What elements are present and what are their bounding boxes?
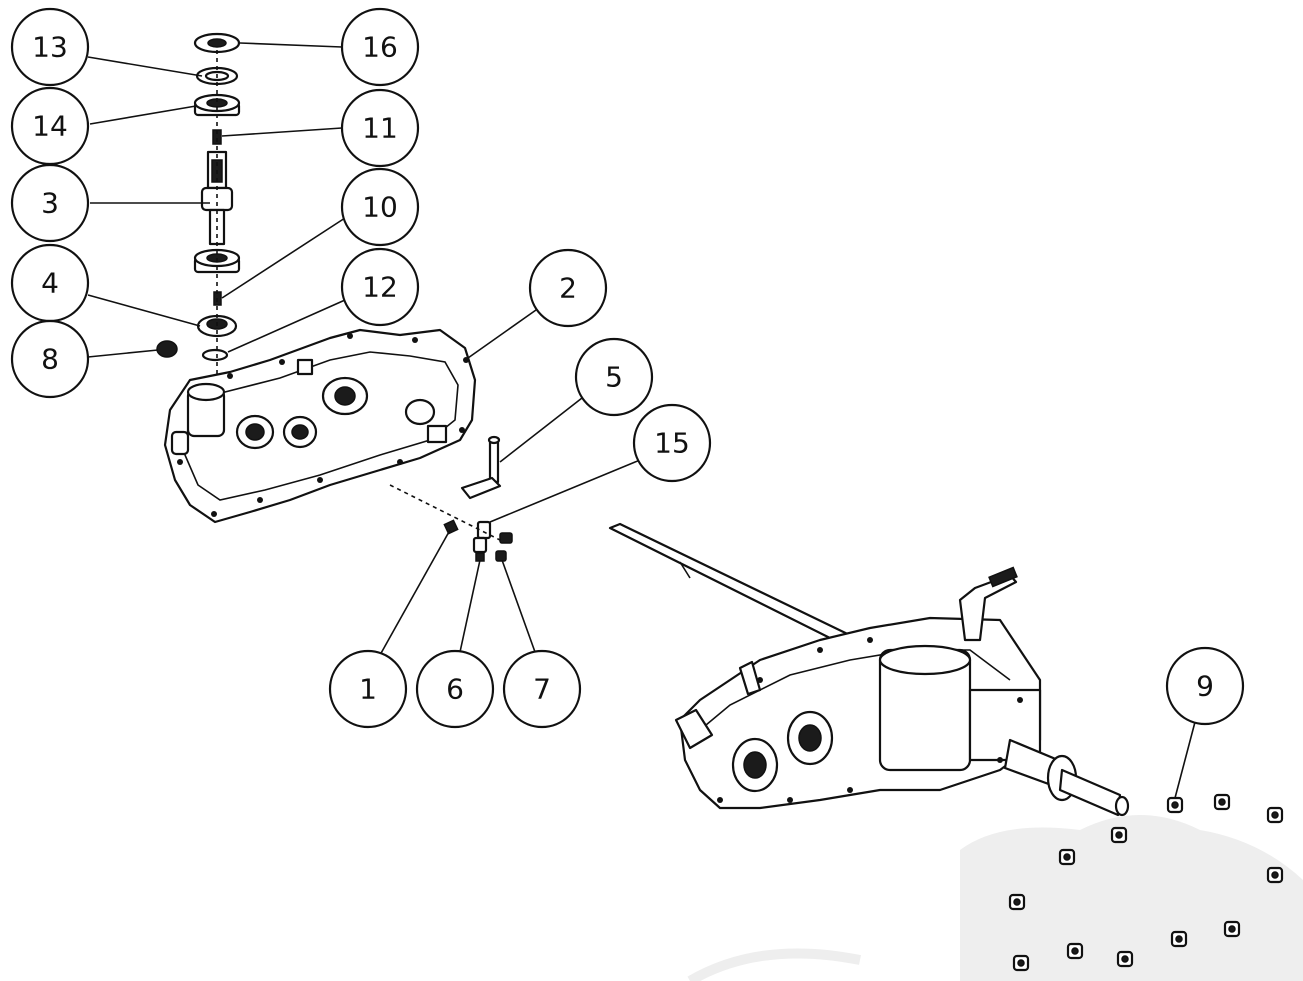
callout-6: 6 xyxy=(415,649,495,729)
bolt xyxy=(1213,793,1231,811)
callout-15: 15 xyxy=(632,403,712,483)
bolt xyxy=(1116,950,1134,968)
callout-10-label: 10 xyxy=(362,191,398,224)
callout-1-label: 1 xyxy=(359,673,377,706)
callout-4: 4 xyxy=(10,243,90,323)
bolt xyxy=(1110,826,1128,844)
leader-lines xyxy=(87,42,1196,799)
callout-8: 8 xyxy=(10,319,90,399)
callout-8-label: 8 xyxy=(41,343,59,376)
bolt xyxy=(1008,893,1026,911)
callout-2: 2 xyxy=(528,248,608,328)
callout-7-label: 7 xyxy=(533,673,551,706)
bolt xyxy=(1223,920,1241,938)
callout-3: 3 xyxy=(10,163,90,243)
bolt xyxy=(1012,954,1030,972)
callout-16-label: 16 xyxy=(362,31,398,64)
bolt xyxy=(1058,848,1076,866)
callout-2-label: 2 xyxy=(559,272,577,305)
bolt xyxy=(1266,866,1284,884)
callout-14: 14 xyxy=(10,86,90,166)
watermark-logo xyxy=(687,815,1303,981)
part-16-cap xyxy=(193,32,241,54)
callout-15-label: 15 xyxy=(654,427,690,460)
part-6-pin xyxy=(475,552,485,562)
callout-11: 11 xyxy=(340,88,420,168)
callout-12-label: 12 xyxy=(362,271,398,304)
callout-3-label: 3 xyxy=(41,187,59,220)
callout-14-label: 14 xyxy=(32,110,68,143)
callout-6-label: 6 xyxy=(446,673,464,706)
callout-11-label: 11 xyxy=(362,112,398,145)
callout-9: 9 xyxy=(1165,646,1245,726)
callout-13-label: 13 xyxy=(32,31,68,64)
callout-16: 16 xyxy=(340,7,420,87)
callout-5: 5 xyxy=(574,337,654,417)
bolt-set-9 xyxy=(1008,793,1284,972)
part-14-bearing xyxy=(193,93,241,117)
part-2-housing xyxy=(163,328,477,524)
callout-10: 10 xyxy=(340,167,420,247)
bolt xyxy=(1166,796,1184,814)
callout-5-label: 5 xyxy=(605,361,623,394)
bolt xyxy=(1170,930,1188,948)
part-5-lever xyxy=(460,435,502,500)
bolt xyxy=(1266,806,1284,824)
part-1-bolt xyxy=(443,519,459,535)
callout-9-label: 9 xyxy=(1196,670,1214,703)
callout-7: 7 xyxy=(502,649,582,729)
part-15-clip xyxy=(472,520,492,554)
assembled-transaxle xyxy=(608,522,1130,817)
callout-12: 12 xyxy=(340,247,420,327)
part-12-washer xyxy=(201,348,229,362)
callout-1: 1 xyxy=(328,649,408,729)
part-8-plug xyxy=(156,340,178,358)
part-7-bolt xyxy=(495,532,513,562)
callout-13: 13 xyxy=(10,7,90,87)
bolt xyxy=(1066,942,1084,960)
callout-4-label: 4 xyxy=(41,267,59,300)
